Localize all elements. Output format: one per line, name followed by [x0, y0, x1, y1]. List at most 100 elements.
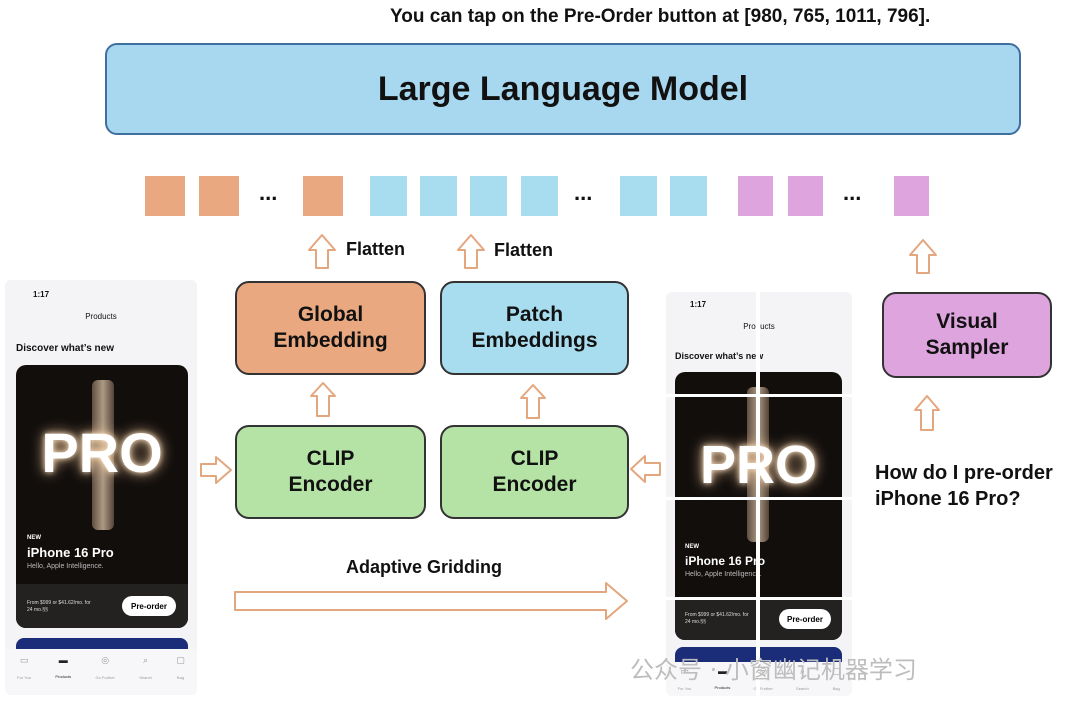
iphone-image	[92, 380, 114, 530]
clip-encoder-line: Encoder	[288, 473, 373, 496]
status-time: 1:17	[33, 290, 50, 299]
tab-bag[interactable]: ▢ Bag	[176, 655, 185, 695]
product-tagline: Hello, Apple Intelligence.	[27, 563, 104, 570]
price-line: From $999 or $41.62/mo. for	[27, 600, 91, 606]
model-answer: You can tap on the Pre-Order button at […	[390, 6, 931, 27]
ellipsis: ...	[843, 180, 862, 205]
llm-label: Large Language Model	[377, 69, 749, 108]
global-embedding-line: Embedding	[273, 329, 388, 352]
new-tag: NEW	[27, 535, 41, 541]
search-icon: ⌕	[799, 666, 805, 676]
screen-title: Products	[85, 312, 117, 321]
clip-encoder-line: CLIP	[306, 447, 355, 470]
tab-go-further[interactable]: ◎ Go Further	[95, 655, 114, 695]
patch-token	[620, 176, 657, 216]
user-query: How do I pre-order iPhone 16 Pro?	[875, 460, 1053, 512]
sampler-token	[738, 176, 773, 216]
llm-box: Large Language Model	[105, 43, 1021, 135]
phone-screenshot-gridded: 1:17 Products Discover what’s new PRO NE…	[666, 292, 852, 696]
laptop-icon: ▬	[58, 655, 68, 665]
patch-token	[420, 176, 457, 216]
document-icon: ▭	[680, 666, 689, 676]
price-line: 24 mo.§§	[685, 619, 706, 625]
discover-heading: Discover what’s new	[16, 343, 114, 354]
tab-label: Go Further	[753, 686, 773, 691]
tab-label: Bag	[176, 675, 185, 680]
global-token	[303, 176, 343, 216]
ellipsis: ...	[259, 180, 278, 205]
tab-for-you[interactable]: ▭ For You	[678, 666, 692, 696]
tab-label: Products	[55, 674, 72, 679]
patch-token	[521, 176, 558, 216]
bag-icon: ▢	[176, 655, 185, 665]
tab-label: Go Further	[95, 675, 115, 680]
search-icon: ⌕	[143, 655, 149, 665]
clip-encoder-global: CLIP Encoder	[235, 425, 426, 519]
global-token	[199, 176, 239, 216]
tab-products[interactable]: ▬ Products	[55, 655, 71, 695]
patch-token	[670, 176, 707, 216]
grid-line-horizontal	[666, 597, 852, 600]
bag-icon: ▢	[831, 666, 841, 676]
preorder-button[interactable]: Pre-order	[779, 609, 831, 629]
tab-go-further[interactable]: ◎ Go Further	[754, 666, 773, 696]
hero-text: PRO	[41, 421, 163, 484]
document-icon: ▭	[19, 655, 29, 665]
tab-label: Search	[139, 675, 152, 680]
product-name: iPhone 16 Pro	[685, 554, 766, 568]
flatten-label: Flatten	[494, 240, 554, 260]
grid-line-horizontal	[666, 394, 852, 397]
status-time: 1:17	[690, 300, 707, 309]
preorder-button[interactable]: Pre-order	[122, 596, 176, 616]
tab-label: For You	[677, 686, 692, 691]
query-line: How do I pre-order	[875, 462, 1053, 484]
discover-heading: Discover what’s new	[675, 351, 764, 361]
tab-bar: ▭ For You ▬ Products ◎ Go Further ⌕ Search ▢…	[5, 649, 197, 695]
visual-sampler-line: Sampler	[925, 336, 1009, 359]
phone-screenshot-full: 1:17 Products Discover what’s new PRO NE…	[5, 280, 197, 695]
sampler-token	[894, 176, 929, 216]
new-tag: NEW	[685, 544, 699, 550]
grid-line-horizontal	[666, 497, 852, 500]
patch-embeddings-line: Embeddings	[471, 329, 598, 352]
product-card: PRO NEW iPhone 16 Pro Hello, Apple Intel…	[16, 365, 188, 628]
query-line: iPhone 16 Pro?	[875, 488, 1021, 510]
tab-label: Search	[796, 686, 809, 691]
sampler-token	[788, 176, 823, 216]
clip-encoder-line: Encoder	[492, 473, 577, 496]
product-tagline: Hello, Apple Intelligence.	[685, 571, 762, 578]
clip-encoder-line: CLIP	[510, 447, 559, 470]
laptop-icon: ▬	[717, 666, 727, 676]
watermark: 公众号 · 小窗幽记机器学习	[630, 656, 917, 684]
adaptive-gridding-label: Adaptive Gridding	[346, 557, 503, 577]
patch-token	[370, 176, 407, 216]
compass-icon: ◎	[759, 666, 768, 676]
visual-sampler-line: Visual	[936, 310, 998, 333]
ellipsis: ...	[574, 180, 593, 205]
global-token	[145, 176, 185, 216]
product-name: iPhone 16 Pro	[27, 545, 114, 560]
patch-token	[470, 176, 507, 216]
tab-search[interactable]: ⌕ Search	[796, 666, 809, 696]
compass-icon: ◎	[101, 655, 110, 665]
price-line: 24 mo.§§	[27, 607, 48, 613]
tab-search[interactable]: ⌕ Search	[139, 655, 152, 695]
grid-line-vertical	[756, 292, 760, 696]
tab-products[interactable]: ▬ Products	[715, 666, 731, 696]
global-embedding-line: Global	[297, 303, 364, 326]
price-line: From $999 or $41.62/mo. for	[685, 612, 749, 618]
tab-bag[interactable]: ▢ Bag	[832, 666, 841, 696]
patch-embeddings-line: Patch	[505, 303, 564, 326]
clip-encoder-patch: CLIP Encoder	[440, 425, 629, 519]
tab-label: For You	[17, 675, 31, 680]
tab-label: Products	[714, 685, 731, 690]
tab-label: Bag	[832, 686, 840, 691]
flatten-label: Flatten	[346, 239, 406, 259]
tab-for-you[interactable]: ▭ For You	[17, 655, 31, 695]
